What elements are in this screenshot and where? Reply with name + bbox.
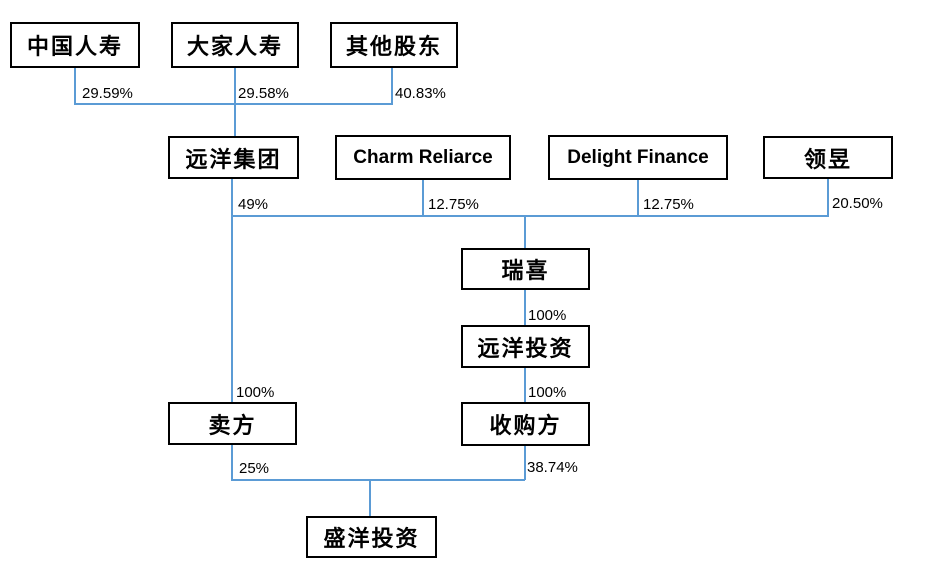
connector-line <box>524 215 526 248</box>
node-ruixi: 瑞喜 <box>461 248 590 290</box>
stake-label-ruixi: 100% <box>528 307 567 324</box>
connector-line <box>637 180 639 215</box>
connector-line <box>234 68 236 136</box>
node-seller: 卖方 <box>168 402 297 445</box>
stake-label-sino-ocean-investment: 100% <box>528 384 567 401</box>
stake-label-other-shareholders: 40.83% <box>395 85 446 102</box>
connector-line <box>74 103 393 105</box>
connector-line <box>827 179 829 215</box>
stake-label-china-life: 29.59% <box>82 85 133 102</box>
node-charm-reliarce: Charm Reliarce <box>335 135 511 180</box>
stake-label-sino-ocean-group: 49% <box>238 196 269 213</box>
stake-label-charm-reliarce: 12.75% <box>428 196 479 213</box>
connector-line <box>391 68 393 103</box>
stake-label-seller: 25% <box>239 460 270 477</box>
node-china-life: 中国人寿 <box>10 22 140 68</box>
stake-label-acquirer: 38.74% <box>527 459 578 476</box>
connector-line <box>524 446 526 480</box>
node-sino-ocean-group: 远洋集团 <box>168 136 299 179</box>
connector-line <box>524 290 526 325</box>
connector-line <box>524 368 526 402</box>
node-delight-finance: Delight Finance <box>548 135 728 180</box>
node-dajia-life: 大家人寿 <box>171 22 299 68</box>
connector-line <box>422 180 424 215</box>
connector-line <box>74 68 76 103</box>
connector-line <box>231 479 525 481</box>
stake-label-lingyu: 20.50% <box>832 195 883 212</box>
node-shengyang-investment: 盛洋投资 <box>306 516 437 558</box>
connector-line <box>231 445 233 480</box>
connector-line <box>369 479 371 516</box>
node-other-shareholders: 其他股东 <box>330 22 458 68</box>
node-lingyu: 领昱 <box>763 136 893 179</box>
connector-line <box>231 215 829 217</box>
stake-label-delight-finance: 12.75% <box>643 196 694 213</box>
stake-label-group-to-seller: 100% <box>236 384 275 401</box>
node-acquirer: 收购方 <box>461 402 590 446</box>
stake-label-dajia-life: 29.58% <box>238 85 289 102</box>
connector-line <box>231 179 233 402</box>
node-sino-ocean-investment: 远洋投资 <box>461 325 590 368</box>
